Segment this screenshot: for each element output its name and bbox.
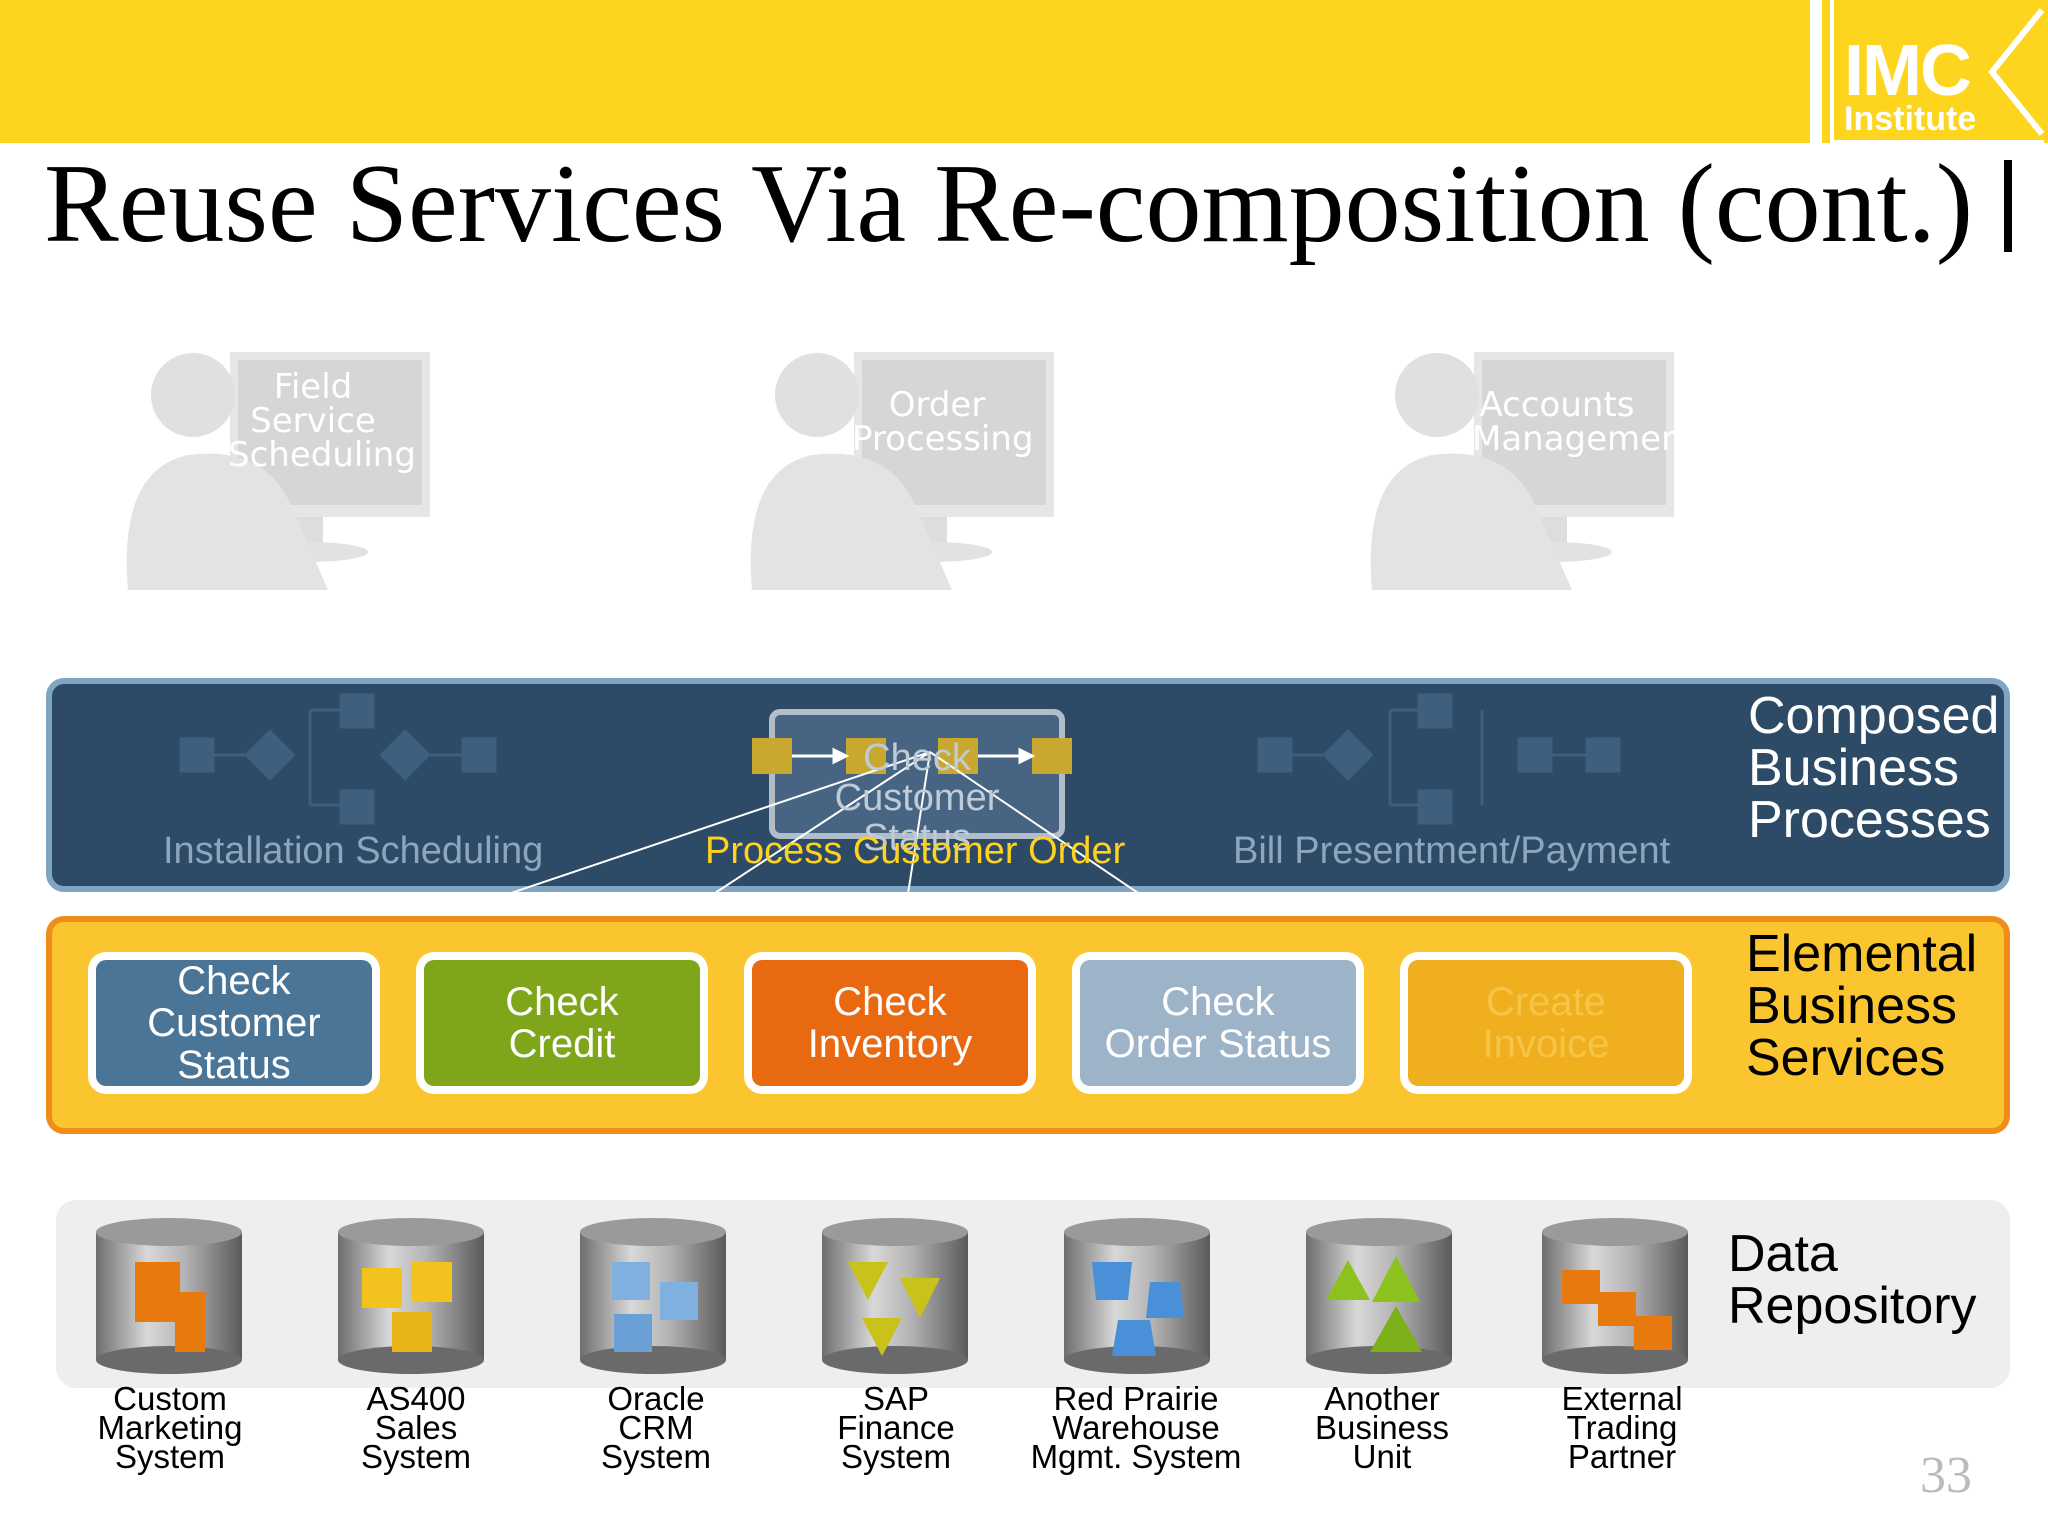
screen-line: Service [250, 401, 376, 441]
service-line: Credit [508, 1022, 616, 1066]
imc-logo: IMC Institute [1822, 0, 2048, 144]
repo-line: System [114, 1438, 226, 1475]
repo-line: Finance [837, 1409, 955, 1446]
text-cursor [2004, 160, 2012, 252]
repo-line: System [600, 1438, 712, 1475]
repo-line: Business [1315, 1409, 1449, 1446]
page-title: Reuse Services Via Re-composition (cont.… [44, 142, 1973, 266]
service-line: Customer Status [147, 1001, 321, 1087]
header-bar [0, 0, 1810, 143]
user-accounts-management: Accounts Management [1362, 340, 1696, 600]
repo-label-external-partner: External Trading Partner [1492, 1380, 1752, 1475]
database-external-partner-icon [1542, 1218, 1688, 1374]
repo-line: Another [1324, 1380, 1440, 1417]
repo-line: Partner [1567, 1438, 1677, 1475]
repo-line: Mgmt. System [1030, 1438, 1242, 1475]
service-line: Check [1161, 980, 1275, 1024]
repo-line: Custom [113, 1380, 227, 1417]
user-field-service: Field Service Scheduling [118, 340, 448, 600]
screen-label: Order Processing [852, 385, 1034, 459]
service-line: Check [833, 980, 947, 1024]
repo-label-another-unit: Another Business Unit [1252, 1380, 1512, 1475]
repo-line: Unit [1352, 1438, 1412, 1475]
logo-chevron-icon [1988, 8, 2045, 136]
service-line: Invoice [1482, 1022, 1610, 1066]
service-line: Inventory [807, 1022, 973, 1066]
inner-box-line: Check [863, 737, 971, 779]
process-bill-presentment: Bill Presentment/Payment [1233, 830, 1671, 872]
repo-line: Sales [374, 1409, 458, 1446]
logo-main-text: IMC [1844, 31, 1972, 111]
user-at-computer-icon [750, 352, 1054, 590]
database-red-prairie-icon [1064, 1218, 1210, 1374]
label-line: Business [1748, 739, 1959, 797]
repo-line: Red Prairie [1053, 1380, 1219, 1417]
repo-label-red-prairie: Red Prairie Warehouse Mgmt. System [1006, 1380, 1266, 1475]
screen-label: Field Service Scheduling [228, 367, 416, 475]
repo-line: Oracle [607, 1380, 705, 1417]
label-line: Services [1746, 1029, 1946, 1087]
label-line: Business [1746, 977, 1957, 1035]
inner-check-customer-status: Check Customer Status [782, 738, 1052, 858]
database-sap-finance-icon [822, 1218, 968, 1374]
service-line: Check [177, 959, 291, 1003]
logo-sub-text: Institute [1844, 100, 1977, 138]
screen-line: Accounts [1479, 385, 1635, 425]
label-line: Composed [1748, 687, 2000, 745]
repo-label-as400: AS400 Sales System [286, 1380, 546, 1475]
service-line: Order Status [1104, 1022, 1332, 1066]
repo-line: Marketing [97, 1409, 243, 1446]
user-at-computer-icon [126, 352, 430, 590]
database-oracle-crm-icon [580, 1218, 726, 1374]
repo-line: Trading [1566, 1409, 1678, 1446]
logo-frame [1830, 0, 2044, 144]
repo-line: External [1561, 1380, 1683, 1417]
label-line: Elemental [1746, 925, 1978, 983]
elemental-layer-label: Elemental Business Services [1746, 928, 1977, 1084]
repo-label-oracle-crm: Oracle CRM System [526, 1380, 786, 1475]
page-number: 33 [1920, 1447, 1972, 1504]
service-line: Create [1485, 980, 1607, 1024]
inner-box-line: Customer Status [834, 777, 1000, 859]
label-line: Repository [1728, 1277, 1977, 1335]
process-installation-scheduling: Installation Scheduling [163, 830, 544, 872]
repo-line: AS400 [366, 1380, 466, 1417]
user-at-computer-icon [1370, 352, 1674, 590]
repo-line: CRM [618, 1409, 694, 1446]
process-customer-order: Process Customer Order [705, 830, 1126, 872]
screen-line: Field [273, 367, 353, 407]
database-another-unit-icon [1306, 1218, 1452, 1374]
repo-line: Warehouse [1052, 1409, 1220, 1446]
repo-line: System [840, 1438, 952, 1475]
user-order-processing: Order Processing [742, 340, 1072, 600]
data-layer-label: Data Repository [1728, 1228, 1977, 1332]
label-line: Data [1728, 1225, 1838, 1283]
screen-line: Processing [852, 419, 1034, 459]
screen-line: Order [888, 385, 986, 425]
repo-line: System [360, 1438, 472, 1475]
service-line: Check [505, 980, 619, 1024]
database-custom-marketing-icon [96, 1218, 242, 1374]
screen-line: Scheduling [228, 435, 416, 475]
composed-layer-label: Composed Business Processes [1748, 690, 1999, 846]
repo-line: SAP [862, 1380, 930, 1417]
repo-label-sap-finance: SAP Finance System [766, 1380, 1026, 1475]
database-as400-icon [338, 1218, 484, 1374]
repo-label-custom-marketing: Custom Marketing System [40, 1380, 300, 1475]
label-line: Processes [1748, 791, 1991, 849]
